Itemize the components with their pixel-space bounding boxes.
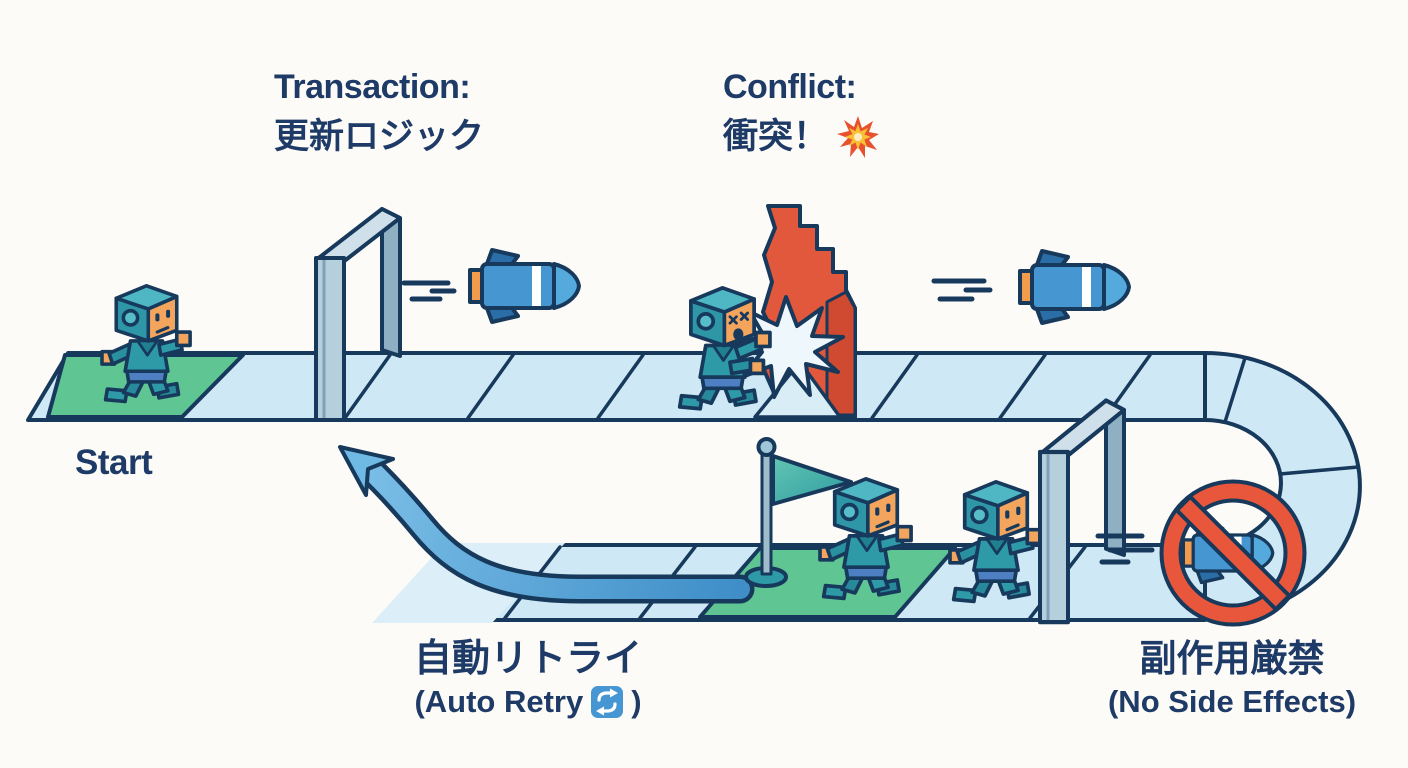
no-side-effects-label-en: (No Side Effects) <box>1107 684 1357 719</box>
faded-path-start <box>372 543 565 623</box>
rocket-icon-1 <box>468 248 581 324</box>
collision-burst-icon <box>837 115 880 158</box>
speed-lines-1 <box>401 280 457 302</box>
transaction-label-en: Transaction: <box>274 68 471 106</box>
speed-lines-2 <box>931 278 993 302</box>
conflict-label: Conflict: 衝突！ <box>723 63 880 161</box>
retry-arrow-icon <box>338 445 755 604</box>
auto-retry-label-en: (Auto Retry ) <box>414 684 642 719</box>
no-entry-icon <box>1159 479 1307 627</box>
transaction-label: Transaction: 更新ロジック <box>274 63 484 161</box>
no-side-effects-label: 副作用厳禁 (No Side Effects) <box>1017 636 1408 722</box>
start-tile <box>46 353 245 419</box>
conflict-label-ja: 衝突！ <box>723 112 880 161</box>
conflict-label-en: Conflict: <box>723 68 857 106</box>
speed-lines-3 <box>1095 533 1155 565</box>
cycle-arrows-icon <box>591 686 624 718</box>
no-side-effects-label-ja: 副作用厳禁 <box>1139 638 1325 679</box>
flag-icon <box>744 437 853 588</box>
rocket-icon-2 <box>1018 249 1131 325</box>
transaction-label-ja: 更新ロジック <box>274 117 485 156</box>
start-label: Start <box>75 443 153 482</box>
auto-retry-label: 自動リトライ (Auto Retry ) <box>328 636 728 722</box>
robot-crash <box>677 286 772 411</box>
auto-retry-label-ja: 自動リトライ <box>413 638 642 680</box>
